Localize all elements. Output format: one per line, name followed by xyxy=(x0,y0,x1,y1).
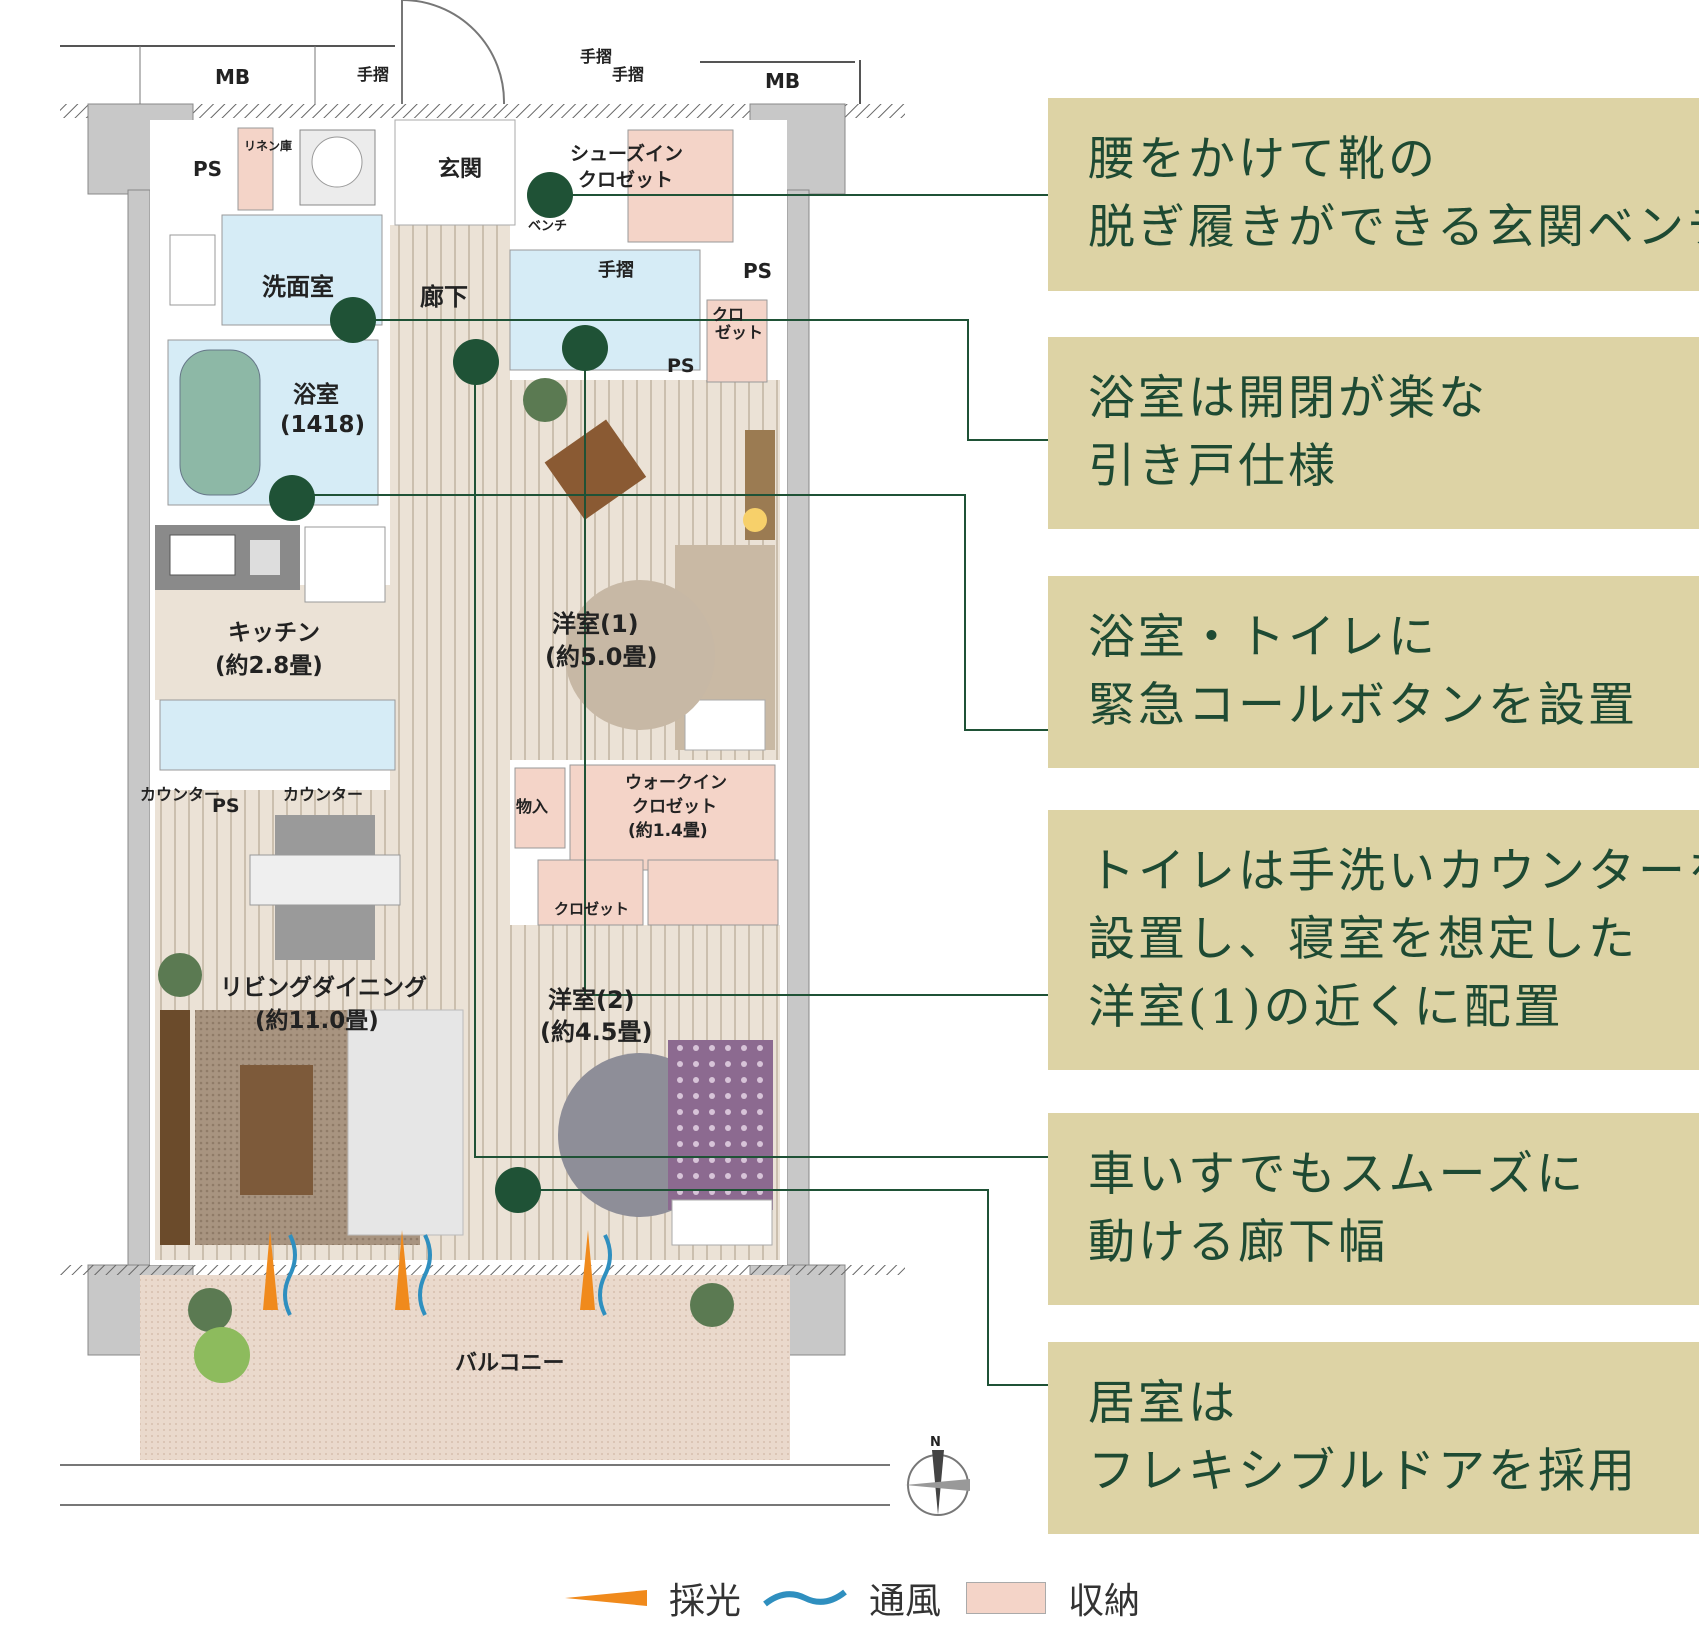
label-closet-small-1: クロ xyxy=(712,305,744,324)
label-shoes-1: シューズイン xyxy=(570,142,683,165)
light-wind-indicators xyxy=(263,1230,612,1316)
label-mb-left: MB xyxy=(215,65,250,89)
label-western1: 洋室(1) xyxy=(552,610,639,638)
marker-toilet xyxy=(562,325,608,371)
label-wic-2: クロゼット xyxy=(632,796,717,817)
label-mb-right: MB xyxy=(765,69,800,93)
light-arrow-icon xyxy=(565,1590,647,1606)
storage-swatch-icon xyxy=(966,1582,1046,1614)
feature-line: トイレは手洗いカウンターを xyxy=(1088,844,1699,899)
label-bench: ベンチ xyxy=(528,219,567,234)
label-ldk: リビングダイニング xyxy=(220,974,427,1001)
legend-light-label: 採光 xyxy=(669,1581,742,1622)
label-counter-left: カウンター xyxy=(140,785,220,804)
feature-line: 浴室は開閉が楽な xyxy=(1088,371,1488,426)
label-western2: 洋室(2) xyxy=(548,986,635,1014)
feature-line: 緊急コールボタンを設置 xyxy=(1088,678,1638,733)
feature-panel-bath-door: 浴室は開閉が楽な 引き戸仕様 xyxy=(1048,337,1699,529)
feature-panel-corridor: 車いすでもスムーズに 動ける廊下幅 xyxy=(1048,1113,1699,1305)
label-handrail-1: 手摺 xyxy=(357,65,389,84)
legend-light: 採光 xyxy=(565,1576,741,1622)
label-ps-top-left: PS xyxy=(193,157,222,181)
feature-line: 引き戸仕様 xyxy=(1088,439,1338,494)
label-bath-size: (1418) xyxy=(280,412,365,438)
label-western2-size: (約4.5畳) xyxy=(540,1018,652,1046)
label-ps-right: PS xyxy=(743,259,772,283)
label-washroom: 洗面室 xyxy=(262,273,334,301)
label-genkan: 玄関 xyxy=(438,156,482,182)
balcony-area xyxy=(60,1275,890,1506)
leader-lines xyxy=(292,194,1048,1386)
feature-line: 浴室・トイレに xyxy=(1088,610,1438,665)
label-handrail-3: 手摺 xyxy=(612,65,644,84)
label-handrail-2: 手摺 xyxy=(580,47,612,66)
label-ldk-size: (約11.0畳) xyxy=(255,1007,379,1034)
room-labels: MB MB 手摺 手摺 手摺 PS リネン庫 玄関 シューズイン クロゼット ベ… xyxy=(140,47,941,1450)
feature-line: 脱ぎ履きができる玄関ベンチ xyxy=(1088,200,1699,255)
wind-wave-icon xyxy=(763,1589,847,1607)
label-ps-toilet: PS xyxy=(667,355,695,377)
label-linen: リネン庫 xyxy=(244,138,292,153)
label-counter-right: カウンター xyxy=(283,785,363,804)
entry-door xyxy=(401,0,506,105)
legend-wind: 通風 xyxy=(763,1576,941,1622)
feature-line: 動ける廊下幅 xyxy=(1088,1215,1388,1270)
feature-line: 居室は xyxy=(1088,1376,1238,1431)
label-kitchen: キッチン xyxy=(228,620,320,646)
feature-markers xyxy=(269,172,608,1213)
label-wic-size: (約1.4畳) xyxy=(628,820,708,841)
feature-panel-emergency-call: 浴室・トイレに 緊急コールボタンを設置 xyxy=(1048,576,1699,768)
compass-icon xyxy=(905,1450,970,1516)
label-toilet-handrail: 手摺 xyxy=(598,259,634,281)
label-bath: 浴室 xyxy=(293,381,339,408)
feature-panel-flex-door: 居室は フレキシブルドアを採用 xyxy=(1048,1342,1699,1534)
label-kitchen-size: (約2.8畳) xyxy=(215,652,323,679)
feature-panel-toilet: トイレは手洗いカウンターを 設置し、寝室を想定した 洋室(1)の近くに配置 xyxy=(1048,810,1699,1070)
label-wic-1: ウォークイン xyxy=(625,773,727,793)
feature-line: 腰をかけて靴の xyxy=(1088,132,1438,187)
label-compass-n: N xyxy=(930,1435,941,1450)
label-shoes-2: クロゼット xyxy=(578,168,673,191)
label-storage: 物入 xyxy=(516,797,548,816)
legend-storage-label: 収納 xyxy=(1068,1581,1141,1622)
feature-line: フレキシブルドアを採用 xyxy=(1088,1444,1638,1499)
marker-flex-door xyxy=(495,1167,541,1213)
marker-entry-bench xyxy=(527,172,573,218)
label-ps-kitchen: PS xyxy=(212,795,240,817)
feature-line: 洋室(1)の近くに配置 xyxy=(1088,980,1564,1035)
feature-panel-entry-bench: 腰をかけて靴の 脱ぎ履きができる玄関ベンチ xyxy=(1048,98,1699,291)
label-western1-size: (約5.0畳) xyxy=(545,643,657,671)
label-balcony: バルコニー xyxy=(455,1351,565,1376)
label-closet-small-2: ゼット xyxy=(715,323,763,342)
legend-wind-label: 通風 xyxy=(869,1581,942,1622)
marker-corridor xyxy=(453,339,499,385)
legend-storage: 収納 xyxy=(966,1576,1140,1622)
feature-line: 車いすでもスムーズに xyxy=(1088,1147,1587,1202)
marker-emergency-call xyxy=(269,475,315,521)
storage-areas xyxy=(237,127,779,926)
marker-bath-door xyxy=(330,297,376,343)
feature-line: 設置し、寝室を想定した xyxy=(1088,912,1638,967)
label-closet-bottom: クロゼット xyxy=(554,900,629,918)
plants xyxy=(158,378,734,1383)
label-corridor: 廊下 xyxy=(420,283,468,311)
